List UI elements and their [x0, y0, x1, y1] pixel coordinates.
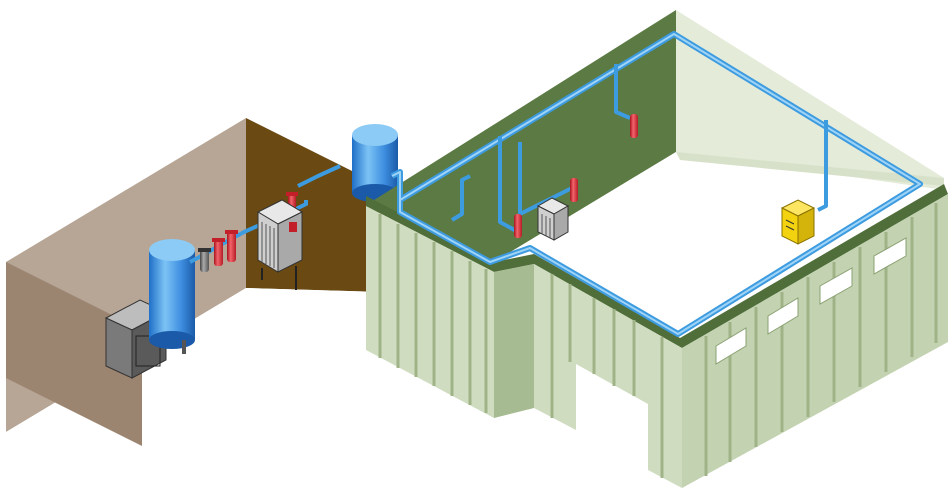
drop-filter-3 [630, 114, 638, 138]
receiver-tank-1 [149, 239, 195, 354]
point-of-use-dryer [536, 197, 570, 241]
factory-middle-wall [494, 264, 534, 418]
filter-red-2 [225, 230, 238, 262]
factory-windows [715, 237, 907, 365]
compressor-room-front-wall [6, 262, 142, 446]
factory-inner-back-left-wall [374, 10, 676, 262]
factory-inner-back-right-wall [676, 10, 944, 190]
compressor-room [6, 118, 382, 446]
factory-pipework [390, 31, 923, 337]
receiver-tank-2 [352, 124, 398, 202]
factory-top-trim [366, 184, 948, 348]
filter-red-1 [212, 238, 225, 266]
filter-grey [198, 248, 211, 272]
factory-building [366, 10, 948, 488]
drop-filter-2 [570, 178, 578, 202]
refrigerated-dryer [256, 199, 304, 290]
yellow-unit [780, 199, 816, 245]
drop-filter-1 [514, 214, 522, 238]
